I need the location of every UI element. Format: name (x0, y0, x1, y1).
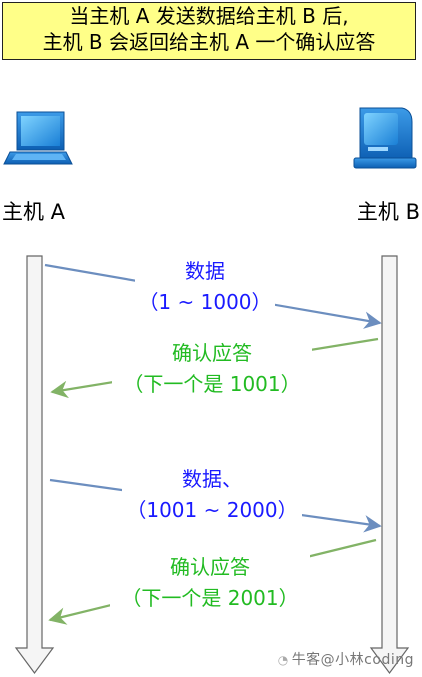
ack-label-1: 确认应答 （下一个是 1001） (112, 338, 312, 400)
ack-label-1-line1: 确认应答 (112, 338, 312, 369)
watermark: ◔牛客@小林coding (278, 649, 414, 669)
ack-label-2-line1: 确认应答 (110, 552, 310, 583)
watermark-logo-icon: ◔ (277, 653, 289, 667)
ack-label-2-line2: （下一个是 2001） (110, 583, 310, 614)
data-label-2-line2: （1001 ~ 2000） (122, 495, 302, 526)
data-label-1: 数据 （1 ~ 1000） (135, 256, 275, 318)
timeline-host-b (369, 255, 410, 675)
laptop-icon (3, 111, 73, 165)
ack-label-1-line2: （下一个是 1001） (112, 369, 312, 400)
data-label-2-line1: 数据、 (122, 464, 302, 495)
title-banner: 当主机 A 发送数据给主机 B 后, 主机 B 会返回给主机 A 一个确认应答 (2, 2, 416, 60)
timeline-host-a (14, 255, 55, 675)
data-label-1-line1: 数据 (135, 256, 275, 287)
data-label-2: 数据、 （1001 ~ 2000） (122, 464, 302, 526)
host-b-label: 主机 B (356, 200, 420, 224)
ack-label-2: 确认应答 （下一个是 2001） (110, 552, 310, 614)
desktop-computer-icon (353, 107, 417, 169)
title-line-2: 主机 B 会返回给主机 A 一个确认应答 (42, 30, 376, 54)
title-line-1: 当主机 A 发送数据给主机 B 后, (69, 4, 349, 28)
watermark-text: 牛客@小林coding (291, 652, 414, 668)
data-label-1-line2: （1 ~ 1000） (135, 287, 275, 318)
host-a-label: 主机 A (2, 200, 66, 224)
